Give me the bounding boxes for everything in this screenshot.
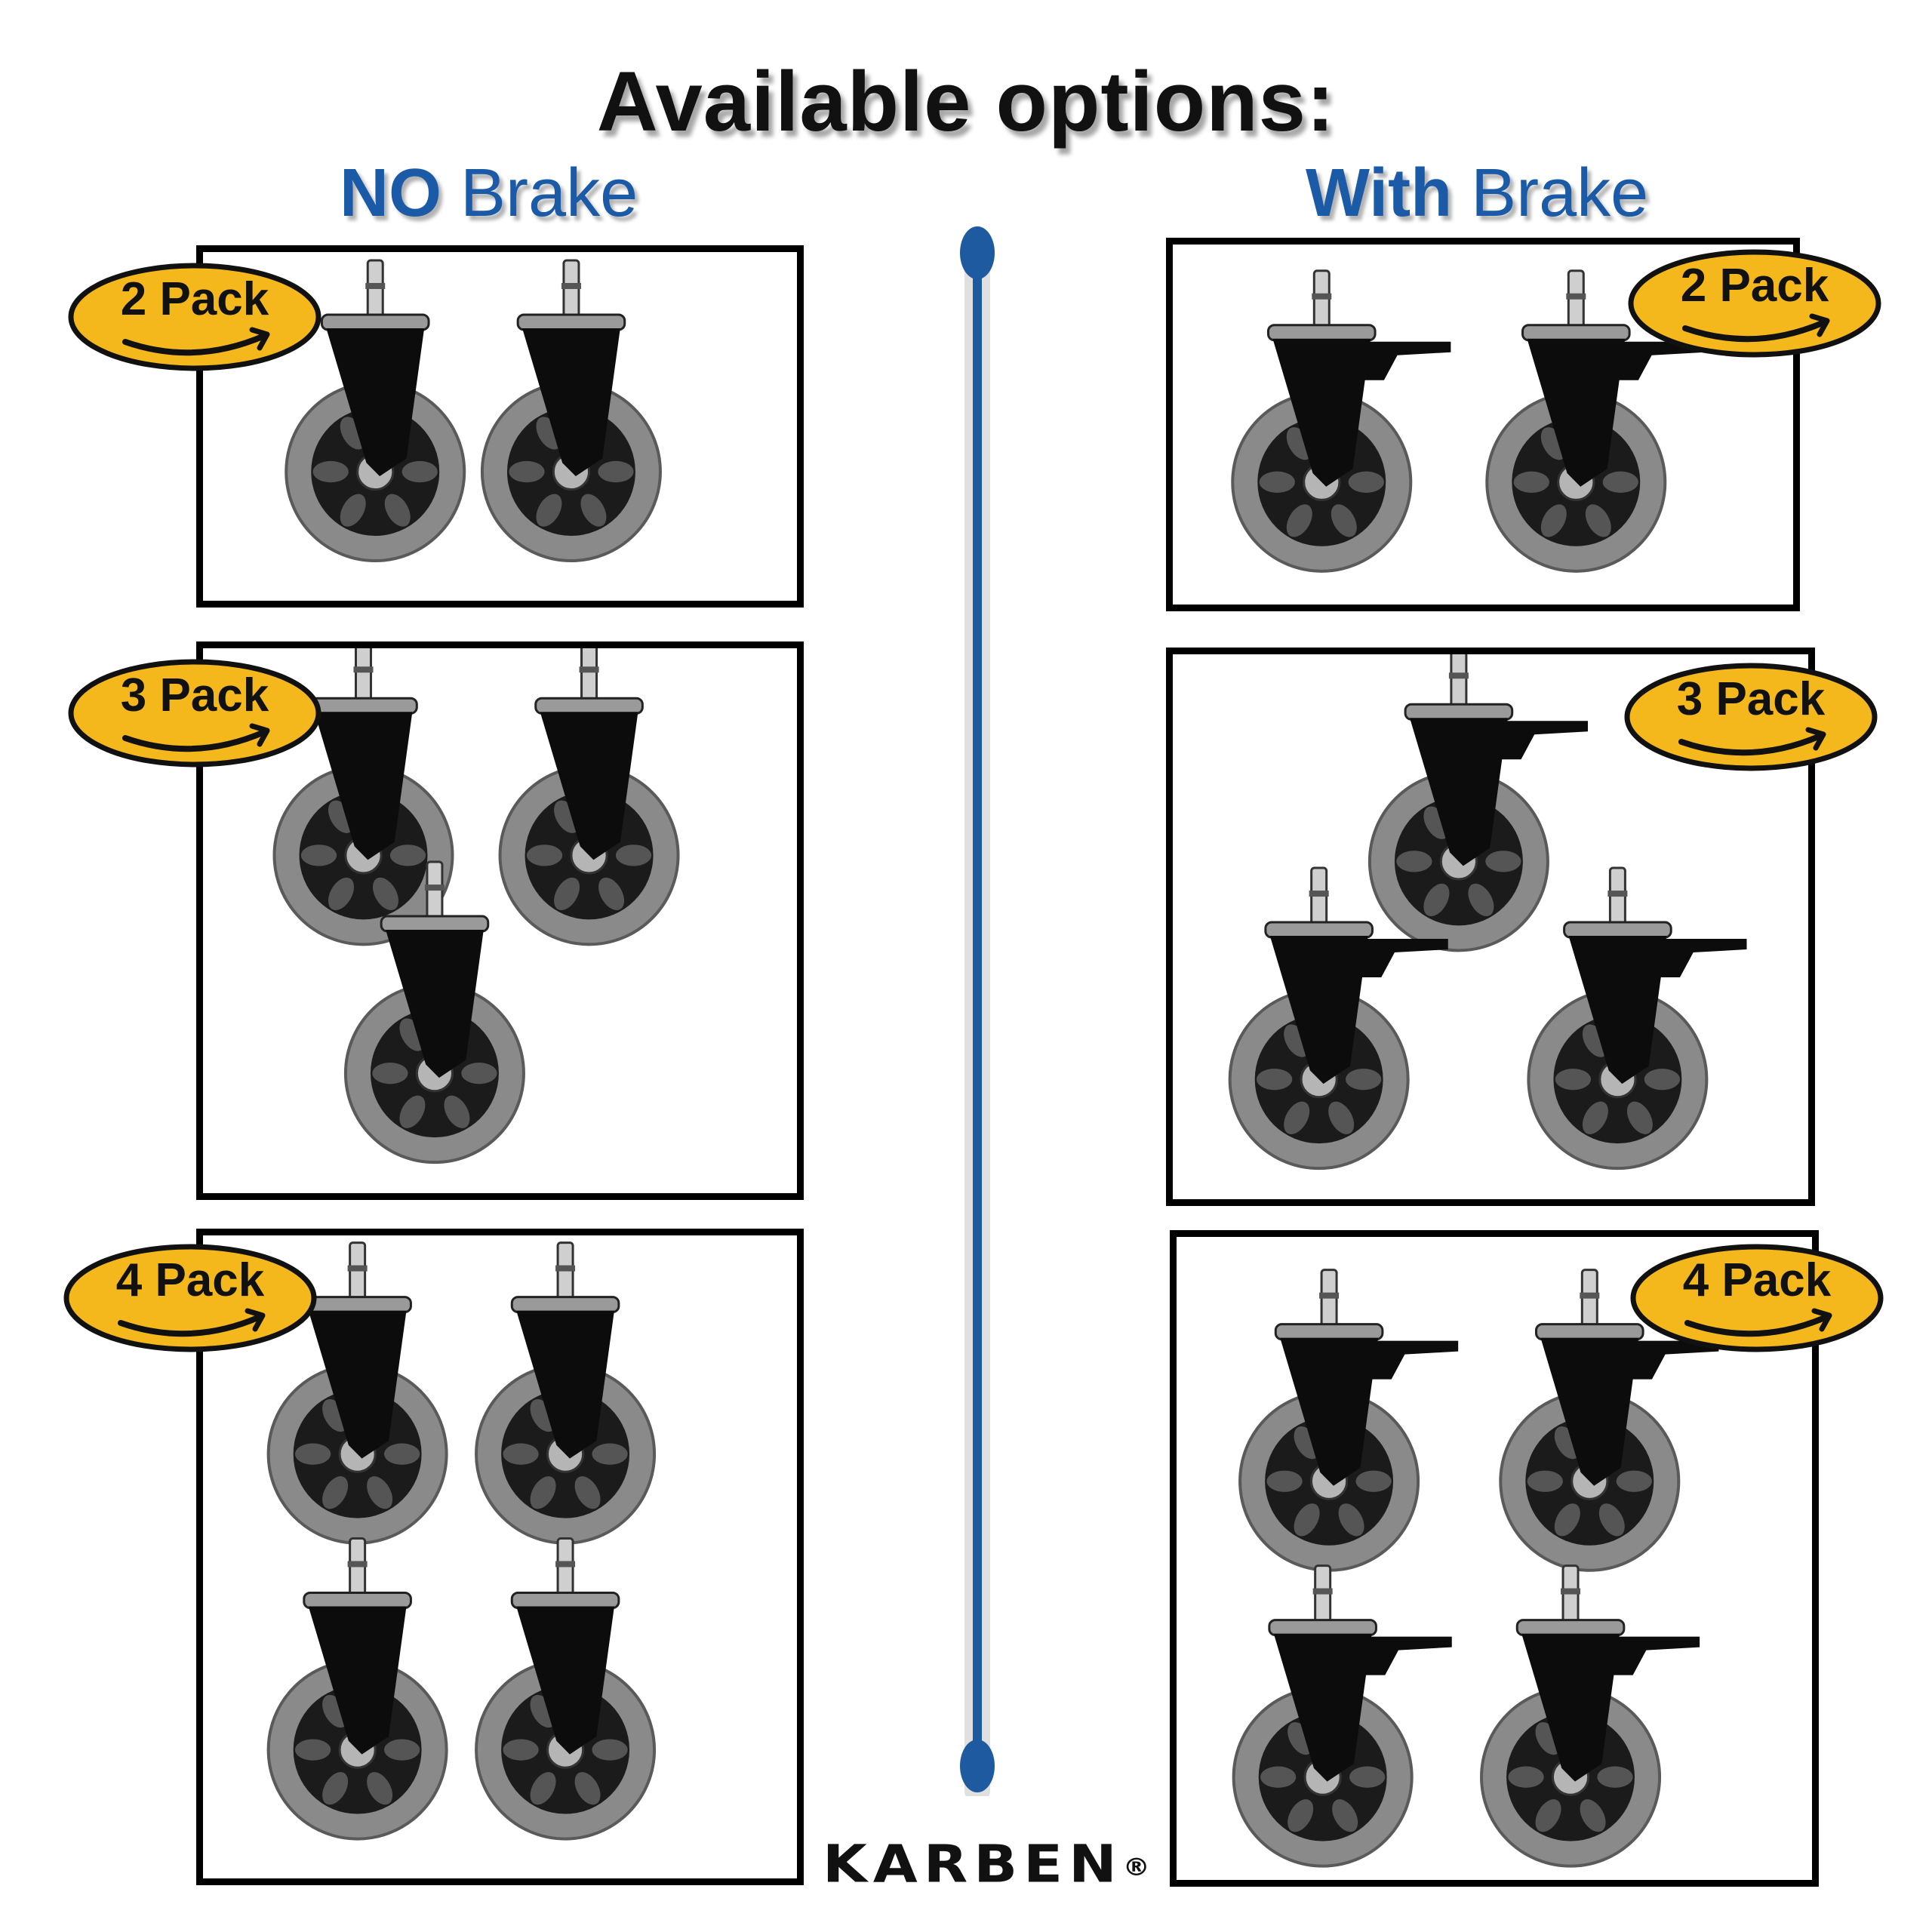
- brake-caster-1: [1238, 1269, 1459, 1572]
- with-brake-4-pack-badge: 4 Pack: [1629, 1241, 1885, 1355]
- brake-caster-3: [1232, 1564, 1452, 1868]
- with-brake-heading-bold: With: [1306, 155, 1453, 231]
- badge-label: 4 Pack: [1682, 1254, 1832, 1306]
- with-brake-2-pack-panel[interactable]: [1166, 238, 1800, 611]
- no-brake-heading-bold: NO: [340, 155, 441, 231]
- caster-2: [498, 648, 680, 946]
- badge-ellipse: [68, 659, 321, 768]
- casters-illustration: [1231, 269, 1706, 573]
- casters-illustration: [1228, 654, 1747, 1171]
- badge-ellipse: [63, 1244, 317, 1352]
- no-brake-4-pack-badge: 4 Pack: [62, 1241, 318, 1355]
- brake-caster-2: [1228, 866, 1448, 1171]
- brake-caster-2: [1485, 269, 1706, 573]
- badge-label: 2 Pack: [120, 273, 269, 325]
- caster-1: [272, 648, 454, 946]
- no-brake-heading-rest: Brake: [460, 155, 638, 231]
- caster-4: [475, 1537, 657, 1841]
- casters-illustration: [266, 1241, 657, 1841]
- brake-caster-3: [1527, 866, 1747, 1171]
- no-brake-heading: NO Brake: [340, 155, 638, 232]
- caster-2: [475, 1241, 657, 1545]
- column-divider: [960, 226, 995, 1796]
- caster-1: [266, 1241, 448, 1545]
- badge-label: 3 Pack: [120, 669, 269, 721]
- karben-logo: KARBEN®: [823, 1833, 1150, 1894]
- caster-3: [343, 860, 525, 1164]
- badge-ellipse: [1624, 663, 1878, 771]
- no-brake-4-pack-panel[interactable]: [196, 1229, 804, 1885]
- casters-illustration: [285, 259, 662, 563]
- with-brake-3-pack-badge: 3 Pack: [1623, 660, 1879, 774]
- brake-caster-2: [1499, 1269, 1719, 1572]
- badge-label: 2 Pack: [1680, 260, 1829, 312]
- page-title: Available options:: [596, 54, 1336, 149]
- casters-illustration: [1232, 1269, 1719, 1868]
- with-brake-2-pack-badge: 2 Pack: [1626, 247, 1883, 360]
- no-brake-3-pack-badge: 3 Pack: [66, 657, 323, 770]
- with-brake-heading-rest: Brake: [1471, 155, 1649, 231]
- caster-3: [266, 1537, 448, 1841]
- casters-illustration: [272, 648, 680, 1164]
- brake-caster-1: [1231, 269, 1451, 573]
- brake-caster-4: [1480, 1564, 1700, 1868]
- registered-mark: ®: [1122, 1854, 1150, 1881]
- caster-1: [285, 259, 466, 563]
- caster-2: [480, 259, 662, 563]
- brand-name: KARBEN: [823, 1833, 1123, 1894]
- badge-label: 4 Pack: [115, 1254, 265, 1306]
- badge-ellipse: [1630, 1244, 1884, 1352]
- with-brake-heading: With Brake: [1306, 155, 1648, 232]
- badge-ellipse: [68, 263, 321, 371]
- brake-caster-1: [1367, 654, 1588, 952]
- no-brake-2-pack-badge: 2 Pack: [66, 260, 323, 374]
- no-brake-2-pack-panel[interactable]: [196, 245, 804, 608]
- badge-ellipse: [1628, 249, 1881, 358]
- badge-label: 3 Pack: [1676, 673, 1826, 725]
